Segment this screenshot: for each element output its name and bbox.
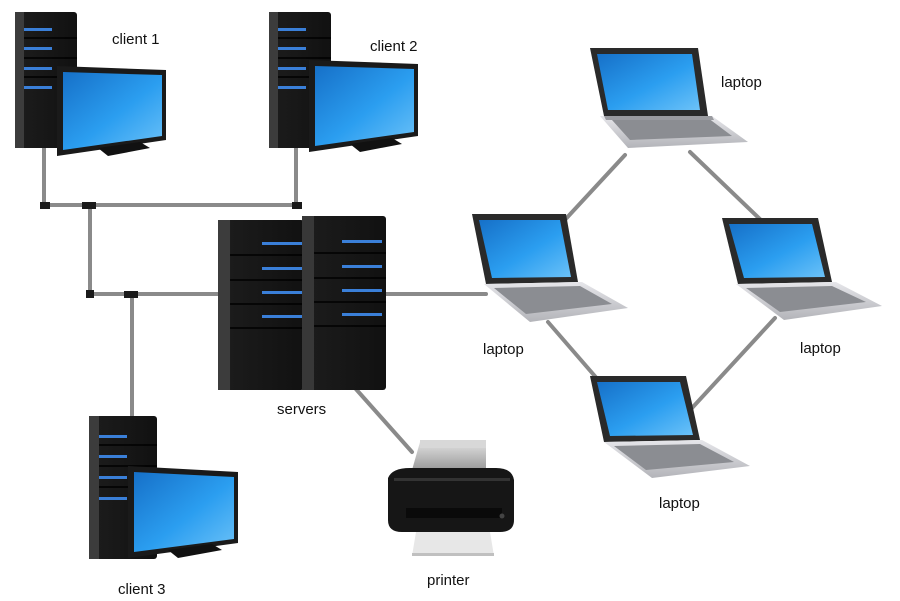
monitor-icon: [309, 60, 418, 152]
laptop-right[interactable]: [722, 218, 882, 320]
laptop-icon: [590, 376, 750, 478]
laptop-icon: [590, 48, 748, 148]
laptop-bottom[interactable]: [590, 376, 750, 478]
connector-client2: [292, 202, 302, 209]
servers-rack[interactable]: [218, 216, 386, 390]
client-2-label: client 2: [370, 38, 418, 55]
connector-hub-top: [82, 202, 96, 209]
client-3-label: client 3: [118, 581, 166, 598]
monitor-icon: [57, 66, 166, 156]
cable-servers-printer: [353, 386, 414, 454]
client-3-workstation[interactable]: [89, 416, 238, 559]
server-tower-icon: [218, 220, 304, 390]
cable-laptop-top-right: [688, 150, 765, 224]
laptop-left[interactable]: [472, 214, 628, 322]
laptop-left-label: laptop: [483, 341, 524, 358]
laptop-icon: [722, 218, 882, 320]
client-1-workstation[interactable]: [15, 12, 166, 156]
cable-client2: [88, 146, 298, 207]
printer-icon[interactable]: [388, 440, 514, 556]
laptop-top[interactable]: [590, 48, 748, 148]
servers-label: servers: [277, 401, 326, 418]
monitor-icon: [128, 466, 238, 558]
laptop-right-label: laptop: [800, 340, 841, 357]
printer-label: printer: [427, 572, 470, 589]
cable-laptop-right-bottom: [690, 316, 777, 410]
connector-client1: [40, 202, 50, 209]
client-2-workstation[interactable]: [269, 12, 418, 152]
connector-hub-mid: [124, 291, 138, 298]
server-tower-icon: [302, 216, 386, 390]
laptop-bottom-label: laptop: [659, 495, 700, 512]
laptop-icon: [472, 214, 628, 322]
cable-laptop-left-bottom: [546, 320, 602, 384]
connector-hub-left: [86, 290, 94, 298]
cables: [42, 146, 777, 454]
laptop-top-label: laptop: [721, 74, 762, 91]
client-1-label: client 1: [112, 31, 160, 48]
cable-client1: [42, 146, 92, 207]
cable-connectors: [40, 202, 302, 298]
cable-laptop-top-left: [560, 153, 627, 225]
